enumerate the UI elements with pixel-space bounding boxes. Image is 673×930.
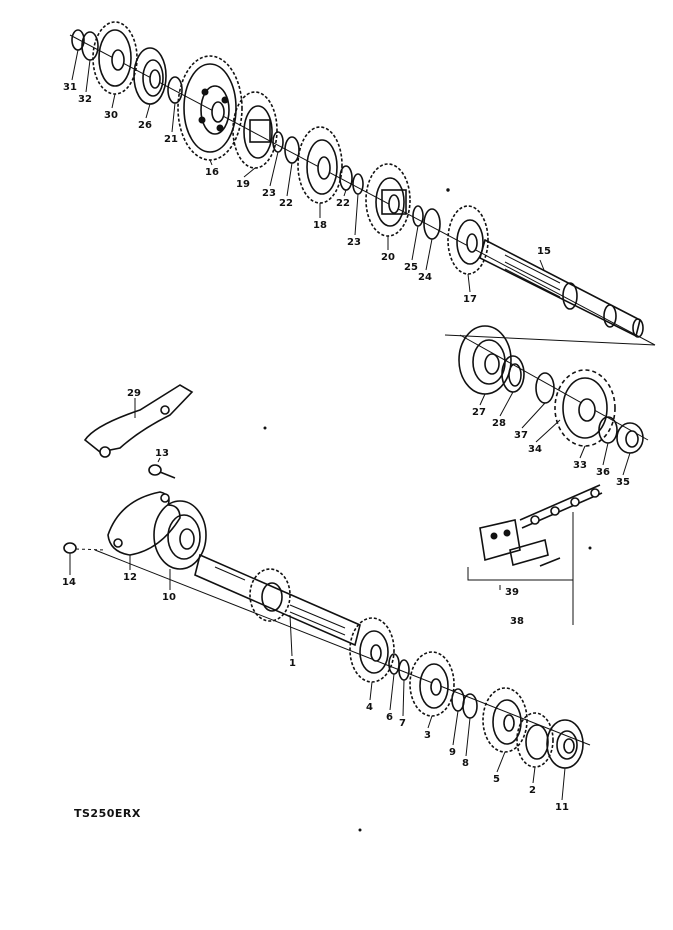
callout-29: 29: [127, 388, 141, 399]
callout-12: 12: [123, 572, 137, 583]
spacer-37: [535, 372, 555, 404]
callout-14: 14: [62, 577, 76, 588]
callout-1: 1: [289, 658, 296, 669]
callout-36: 36: [596, 467, 610, 478]
callout-2: 2: [529, 785, 536, 796]
gear-3: [409, 651, 455, 717]
upper-shaft-assembly: [69, 21, 656, 346]
callout-8: 8: [462, 758, 469, 769]
gear-18: [297, 126, 343, 204]
callout-5: 5: [493, 774, 500, 785]
callout-3: 3: [424, 730, 431, 741]
gear-16: [177, 55, 243, 161]
sprocket-assembly: [444, 325, 656, 625]
main-shaft-1: [194, 553, 361, 647]
callout-30: 30: [104, 110, 118, 121]
callout-13: 13: [155, 448, 169, 459]
callout-16: 16: [205, 167, 219, 178]
gear-4: [349, 617, 395, 683]
callout-31: 31: [63, 82, 77, 93]
callout-35: 35: [616, 477, 630, 488]
model-code: TS250ERX: [74, 807, 141, 820]
lock-washer-36: [598, 416, 618, 444]
nut-35: [616, 422, 644, 454]
callout-38: 38: [510, 616, 524, 627]
callout-9: 9: [449, 747, 456, 758]
gear-20: [365, 163, 411, 237]
callout-37: 37: [514, 430, 528, 441]
callout-7: 7: [399, 718, 406, 729]
callout-27: 27: [472, 407, 486, 418]
gear-30: [92, 21, 138, 95]
callout-24: 24: [418, 272, 432, 283]
callout-22a: 22: [279, 198, 293, 209]
callout-15: 15: [537, 246, 551, 257]
callout-23a: 23: [262, 188, 276, 199]
plate-29: [83, 384, 194, 458]
callout-28: 28: [492, 418, 506, 429]
callout-21: 21: [164, 134, 178, 145]
callout-25: 25: [404, 262, 418, 273]
lower-shaft-assembly: [94, 500, 591, 769]
sprocket-34: [554, 369, 616, 447]
bolt-13: [148, 464, 176, 479]
callout-23b: 23: [347, 237, 361, 248]
drive-chain-38: [519, 484, 603, 529]
callout-32: 32: [78, 94, 92, 105]
bearing-10: [153, 500, 207, 570]
retainer-12: [107, 491, 181, 556]
callout-18: 18: [313, 220, 327, 231]
callout-26: 26: [138, 120, 152, 131]
callout-11: 11: [555, 802, 569, 813]
callout-22b: 22: [336, 198, 350, 209]
callout-labels: 31 32 30 26 21 16 19 23 22 18 22 23 20 2…: [62, 82, 630, 813]
leader-lines: [69, 49, 631, 801]
callout-19: 19: [236, 179, 250, 190]
lower-shaft-centerline: [94, 549, 591, 746]
circlip-25: [412, 205, 424, 227]
circlip-23a: [272, 131, 284, 153]
washer-22b: [339, 165, 353, 191]
gear-17: [447, 205, 489, 275]
gear-5: [482, 687, 528, 753]
bearing-11: [546, 719, 584, 769]
circlip-9: [451, 688, 465, 712]
callout-4: 4: [366, 702, 373, 713]
callout-17: 17: [463, 294, 477, 305]
bearing-26: [133, 47, 167, 105]
chain-joint-39: [479, 519, 561, 567]
callout-20: 20: [381, 252, 395, 263]
callout-6: 6: [386, 712, 393, 723]
callout-39: 39: [505, 587, 519, 598]
callout-34: 34: [528, 444, 542, 455]
circlip-23b: [352, 173, 364, 195]
scan-specks: [263, 188, 592, 832]
callout-10: 10: [162, 592, 176, 603]
countershaft-15: [479, 238, 644, 338]
callout-33: 33: [573, 460, 587, 471]
